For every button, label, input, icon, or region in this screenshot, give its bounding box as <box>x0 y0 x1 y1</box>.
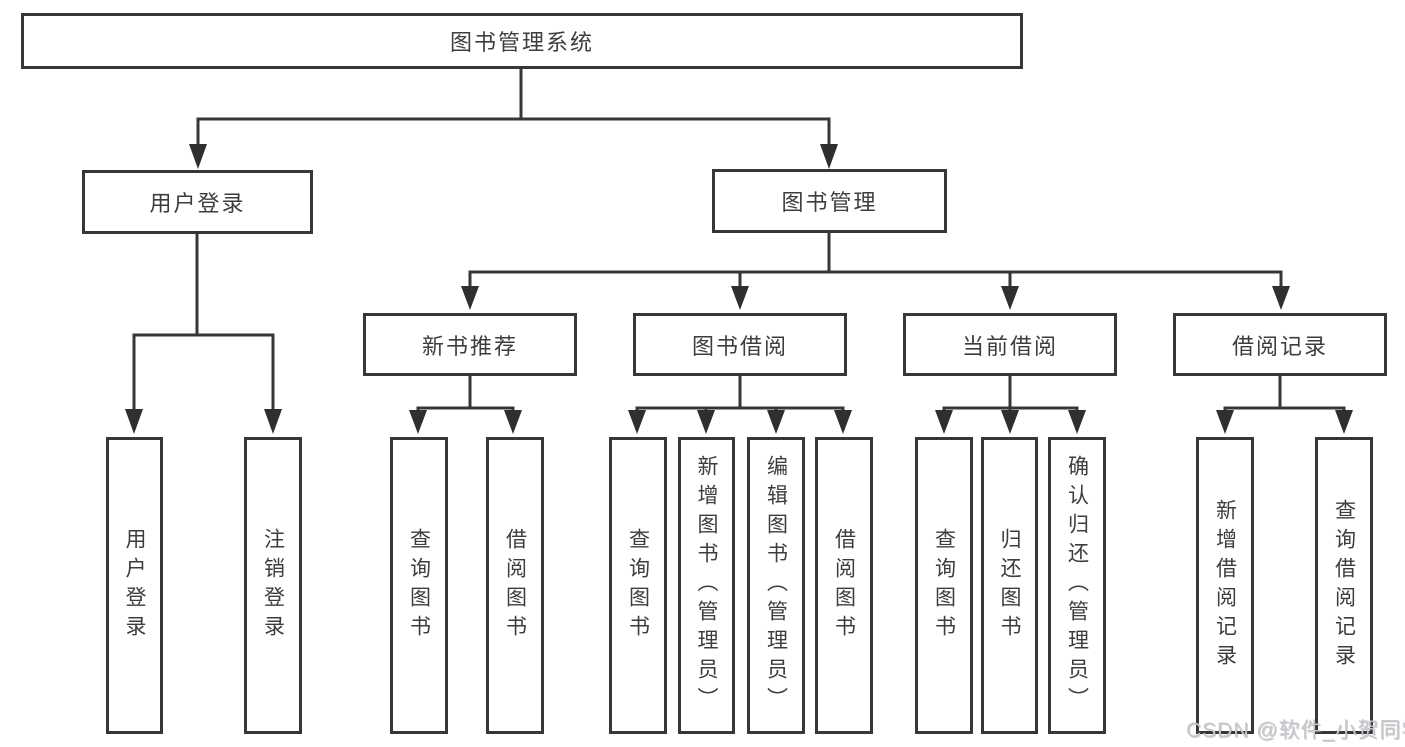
connector-current-to-leaves <box>935 376 1086 434</box>
connector-records-to-leaves <box>1216 376 1353 434</box>
connector-bookmgmt-to-level3 <box>461 233 1290 310</box>
connector-newbooks-to-leaves <box>409 376 522 434</box>
node-book-management: 图书管理 <box>712 169 947 233</box>
leaf-add-books-admin: 新增图书（管理员） <box>678 437 735 734</box>
node-label: 查询图书 <box>407 527 431 644</box>
node-label: 查询图书 <box>932 527 956 644</box>
node-system-root: 图书管理系统 <box>21 13 1023 69</box>
node-current-borrowing: 当前借阅 <box>903 313 1117 376</box>
leaf-confirm-return-admin: 确认归还（管理员） <box>1048 437 1106 734</box>
node-label: 用户登录 <box>123 527 146 644</box>
leaf-logout: 注销登录 <box>244 437 302 734</box>
leaf-borrow-books: 借阅图书 <box>815 437 873 734</box>
connector-userlogin-to-leaves <box>125 234 282 434</box>
node-user-login-group: 用户登录 <box>82 170 313 234</box>
node-label: 借阅图书 <box>503 527 527 644</box>
connector-borrowing-to-leaves <box>628 376 852 434</box>
node-label: 查询图书 <box>626 527 650 644</box>
leaf-query-books-current: 查询图书 <box>915 437 973 734</box>
node-book-borrowing: 图书借阅 <box>633 313 847 376</box>
node-label: 图书借阅 <box>691 333 788 359</box>
leaf-query-borrow-record: 查询借阅记录 <box>1315 437 1373 734</box>
leaf-add-borrow-record: 新增借阅记录 <box>1196 437 1254 734</box>
node-label: 编辑图书（管理员） <box>764 455 788 716</box>
node-label: 新增图书（管理员） <box>695 455 718 716</box>
node-label: 注销登录 <box>261 527 285 644</box>
node-label: 借阅记录 <box>1231 333 1328 359</box>
node-borrowing-records: 借阅记录 <box>1173 313 1387 376</box>
node-label: 图书管理系统 <box>449 30 594 55</box>
node-new-book-recommend: 新书推荐 <box>363 313 577 376</box>
leaf-borrow-books-recommend: 借阅图书 <box>486 437 544 734</box>
node-label: 当前借阅 <box>961 333 1058 359</box>
leaf-query-books-borrowing: 查询图书 <box>609 437 667 734</box>
node-label: 用户登录 <box>149 191 246 216</box>
leaf-user-login: 用户登录 <box>106 437 163 734</box>
leaf-edit-books-admin: 编辑图书（管理员） <box>747 437 805 734</box>
leaf-query-books-recommend: 查询图书 <box>390 437 448 734</box>
node-label: 图书管理 <box>781 190 878 215</box>
csdn-watermark: CSDN @软件_小贺同学 <box>1186 719 1405 742</box>
node-label: 确认归还（管理员） <box>1065 455 1089 716</box>
node-label: 归还图书 <box>998 527 1021 644</box>
node-label: 新书推荐 <box>421 333 518 359</box>
node-label: 借阅图书 <box>832 527 856 644</box>
node-label: 新增借阅记录 <box>1213 498 1237 673</box>
leaf-return-books: 归还图书 <box>981 437 1038 734</box>
node-label: 查询借阅记录 <box>1332 498 1356 673</box>
connector-root-to-level2 <box>189 69 838 169</box>
